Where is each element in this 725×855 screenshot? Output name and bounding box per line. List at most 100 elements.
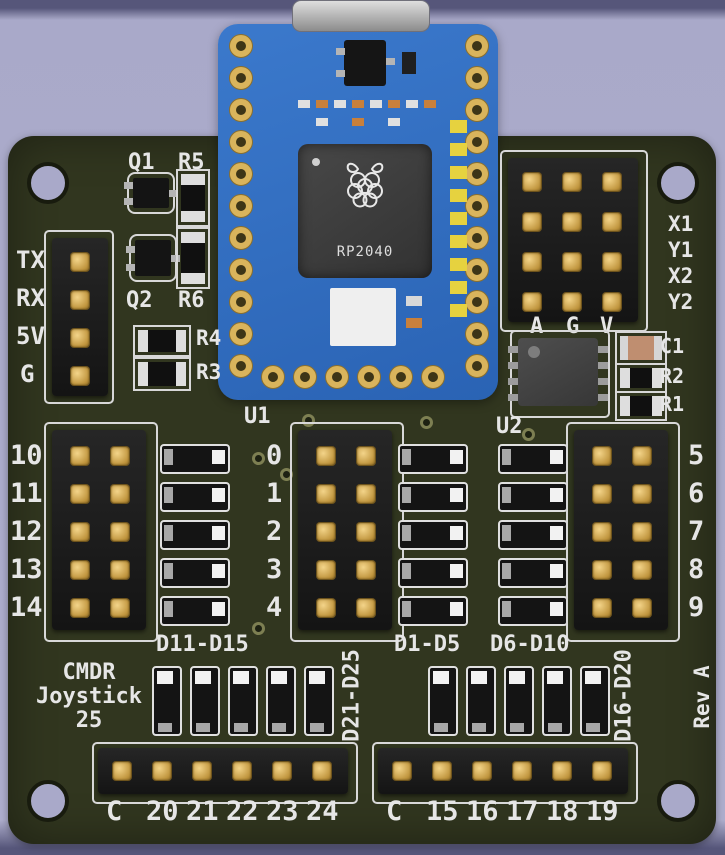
header-pin	[317, 485, 335, 503]
component-leg	[126, 264, 135, 271]
board-name-line: Joystick	[36, 684, 142, 709]
module-pad	[466, 227, 488, 249]
pin-label-16: 16	[466, 796, 499, 827]
component-leg	[124, 182, 133, 189]
smd-passive	[298, 100, 310, 108]
axis-label-x1: X1	[668, 212, 694, 236]
header-pin	[71, 447, 89, 465]
chip-pin	[508, 362, 518, 369]
pin-label-c: C	[106, 796, 123, 827]
header-pin	[193, 762, 211, 780]
module-pad	[466, 67, 488, 89]
header-pin	[233, 762, 251, 780]
rp2040-chip: RP2040	[298, 144, 432, 278]
diode	[498, 482, 568, 512]
pin-label-24: 24	[306, 796, 339, 827]
diode	[190, 666, 220, 736]
transistor-q1	[127, 172, 175, 214]
refdes-label-r3: R3	[196, 360, 222, 384]
resistor-r4	[133, 325, 191, 357]
component-leg	[171, 255, 180, 262]
component-leg	[126, 246, 135, 253]
component-leg	[336, 48, 345, 55]
io-label-8: 8	[688, 554, 705, 585]
diode	[160, 596, 230, 626]
module-pad	[230, 35, 252, 57]
uart-label-5v: 5V	[16, 322, 45, 350]
silkscreen-outline	[44, 422, 158, 642]
smd-passive	[424, 100, 436, 108]
uart-label-g: G	[20, 360, 35, 388]
agv-label-g: G	[566, 314, 580, 339]
header-pin	[433, 762, 451, 780]
axis-label-x2: X2	[668, 264, 694, 288]
diode	[228, 666, 258, 736]
module-pad	[230, 99, 252, 121]
module-pad	[466, 99, 488, 121]
refdes-label-r2: R2	[660, 364, 685, 388]
diode	[398, 444, 468, 474]
diode	[498, 444, 568, 474]
pin-label-c: C	[386, 796, 403, 827]
io-label-11: 11	[10, 478, 43, 509]
via	[522, 428, 535, 441]
bottom-header-right	[378, 748, 628, 794]
pin-label-15: 15	[426, 796, 459, 827]
header-pin	[563, 253, 581, 271]
voltage-regulator	[344, 40, 386, 86]
smd-passive	[370, 100, 382, 108]
module-pad	[230, 67, 252, 89]
pin-label-17: 17	[506, 796, 539, 827]
mounting-hole	[27, 780, 69, 822]
header-pin	[593, 762, 611, 780]
board-name-line: CMDR	[62, 660, 116, 685]
module-pad	[466, 195, 488, 217]
component-leg	[169, 190, 178, 197]
module-pad	[466, 163, 488, 185]
agv-label-v: V	[600, 314, 614, 339]
smd-passive	[388, 118, 400, 126]
header-pin	[563, 213, 581, 231]
diode	[160, 444, 230, 474]
castellated-pad	[450, 120, 467, 133]
smd-passive	[316, 118, 328, 126]
chip-pin	[508, 378, 518, 385]
castellated-pad	[450, 212, 467, 225]
io-header-center	[298, 430, 392, 630]
smd-passive	[334, 100, 346, 108]
mounting-hole	[657, 780, 699, 822]
header-pin	[111, 523, 129, 541]
header-pin	[593, 599, 611, 617]
module-pad	[230, 131, 252, 153]
diode	[160, 520, 230, 550]
pin-label-18: 18	[546, 796, 579, 827]
uart-label-tx: TX	[16, 246, 45, 274]
diode	[428, 666, 458, 736]
chip-label: RP2040	[336, 244, 394, 260]
io-label-14: 14	[10, 592, 43, 623]
io-label-0: 0	[266, 440, 283, 471]
module-pad	[262, 366, 284, 388]
diode	[466, 666, 496, 736]
header-pin	[357, 561, 375, 579]
diode	[498, 596, 568, 626]
header-pin	[603, 173, 621, 191]
diode-group-label: D6-D10	[490, 632, 570, 657]
white-component	[330, 288, 396, 346]
io-label-5: 5	[688, 440, 705, 471]
io-label-2: 2	[266, 516, 283, 547]
resistor-r1	[615, 391, 667, 421]
header-pin	[357, 447, 375, 465]
header-pin	[603, 213, 621, 231]
module-pad	[230, 291, 252, 313]
header-pin	[317, 447, 335, 465]
axis-label-y2: Y2	[668, 290, 694, 314]
header-pin	[523, 173, 541, 191]
refdes-label-q2: Q2	[126, 288, 153, 313]
header-pin	[111, 561, 129, 579]
diode	[542, 666, 572, 736]
io-label-6: 6	[688, 478, 705, 509]
io-label-4: 4	[266, 592, 283, 623]
header-pin	[563, 173, 581, 191]
diode	[160, 482, 230, 512]
